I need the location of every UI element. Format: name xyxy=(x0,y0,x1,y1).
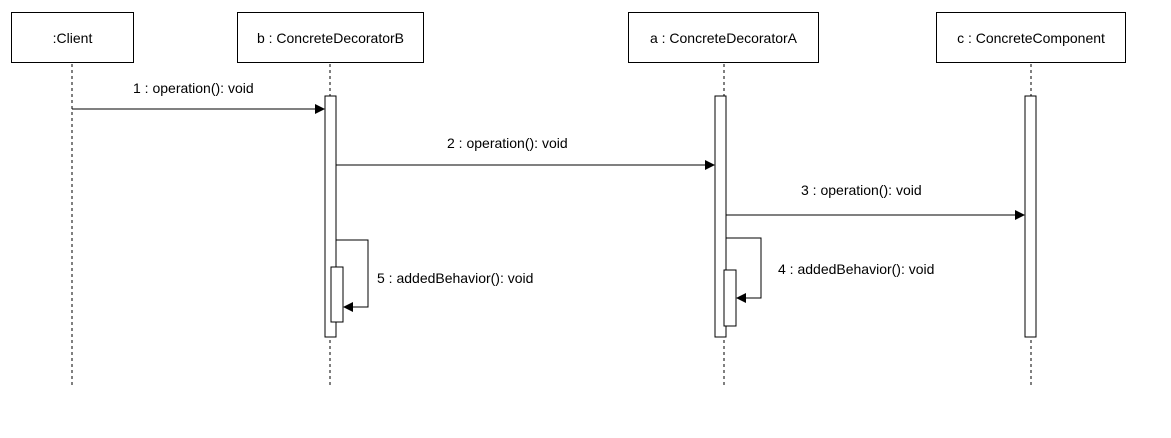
participant-c-label: c : ConcreteComponent xyxy=(957,29,1105,46)
participant-b: b : ConcreteDecoratorB xyxy=(237,12,424,63)
participant-b-label: b : ConcreteDecoratorB xyxy=(256,29,405,46)
participant-client: :Client xyxy=(11,12,134,63)
message-label-4: 4 : addedBehavior(): void xyxy=(778,261,935,277)
message-label-5: 5 : addedBehavior(): void xyxy=(377,270,534,286)
activation-b xyxy=(324,95,337,338)
participant-a-label: a : ConcreteDecoratorA xyxy=(649,29,798,46)
activation-c xyxy=(1024,95,1037,338)
message-label-1: 1 : operation(): void xyxy=(133,80,254,96)
message-label-2: 2 : operation(): void xyxy=(447,135,568,151)
activation-a xyxy=(714,95,727,338)
participant-a: a : ConcreteDecoratorA xyxy=(628,12,819,63)
message-arrow-5 xyxy=(336,239,369,312)
participant-c: c : ConcreteComponent xyxy=(936,12,1126,63)
activation-a-nested xyxy=(723,269,737,327)
participant-client-label: :Client xyxy=(52,29,93,46)
activation-b-nested xyxy=(330,266,344,323)
message-arrow-4 xyxy=(726,237,762,303)
message-label-3: 3 : operation(): void xyxy=(801,182,922,198)
